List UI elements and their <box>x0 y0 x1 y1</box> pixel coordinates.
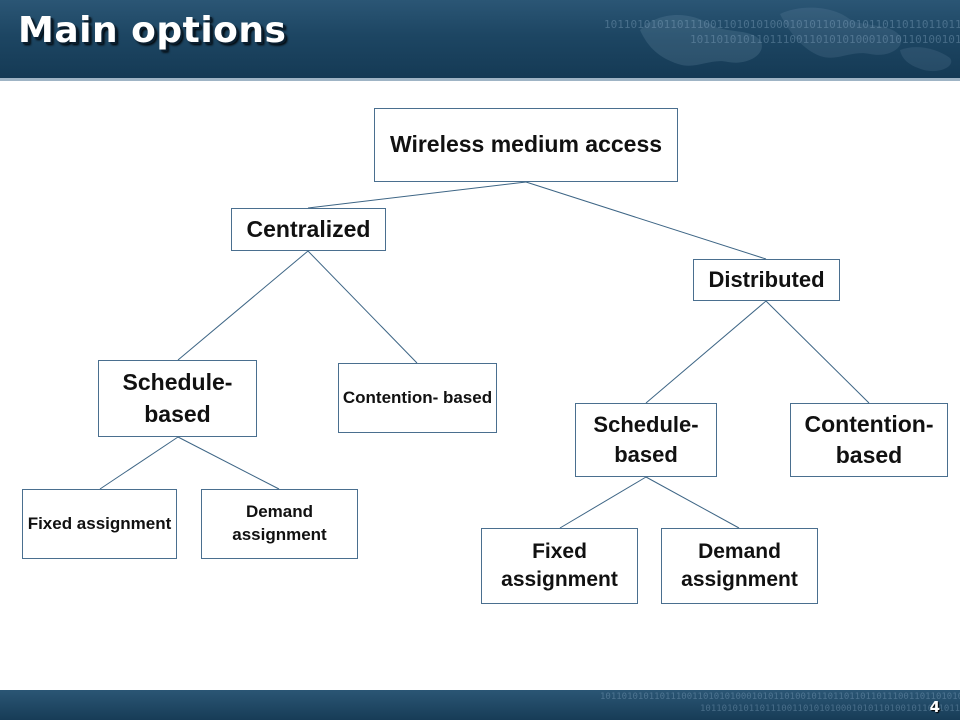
connector-distributed-schedule <box>645 300 767 404</box>
connector-distributed-contention <box>765 300 870 404</box>
page-number: 4 <box>929 698 940 716</box>
connector-cschedule-fixed <box>99 436 179 490</box>
node-distributed-schedule-based: Schedule- based <box>575 403 717 477</box>
node-distributed-contention-based: Contention- based <box>790 403 948 477</box>
binary-decoration: 1011010101101110011010101000101011010010… <box>690 33 960 46</box>
binary-decoration: 1011010101101110011010101000101011010010… <box>700 704 960 714</box>
page-title: Main options <box>18 10 287 51</box>
binary-decoration: 1011010101101110011010101000101011010010… <box>600 692 960 702</box>
world-map-decoration <box>640 7 952 72</box>
connector-dschedule-fixed <box>559 476 647 529</box>
node-distributed-demand-assignment: Demand assignment <box>661 528 818 604</box>
slide-footer: 1011010101101110011010101000101011010010… <box>0 690 960 720</box>
node-centralized-fixed-assignment: Fixed assignment <box>22 489 177 559</box>
node-wireless-medium-access: Wireless medium access <box>374 108 678 182</box>
node-centralized-demand-assignment: Demand assignment <box>201 489 358 559</box>
connector-centralized-contention <box>307 250 418 364</box>
node-distributed: Distributed <box>693 259 840 301</box>
node-centralized-schedule-based: Schedule- based <box>98 360 257 437</box>
binary-decoration: 1011010101101110011010101000101011010010… <box>604 18 960 31</box>
connector-root-centralized <box>307 181 527 209</box>
slide-header: 1011010101101110011010101000101011010010… <box>0 0 960 78</box>
node-centralized: Centralized <box>231 208 386 251</box>
header-divider <box>0 78 960 81</box>
node-distributed-fixed-assignment: Fixed assignment <box>481 528 638 604</box>
node-centralized-contention-based: Contention- based <box>338 363 497 433</box>
connector-dschedule-demand <box>645 476 740 529</box>
connector-cschedule-demand <box>177 436 280 490</box>
connector-root-distributed <box>525 181 767 260</box>
connector-centralized-schedule <box>177 250 309 361</box>
